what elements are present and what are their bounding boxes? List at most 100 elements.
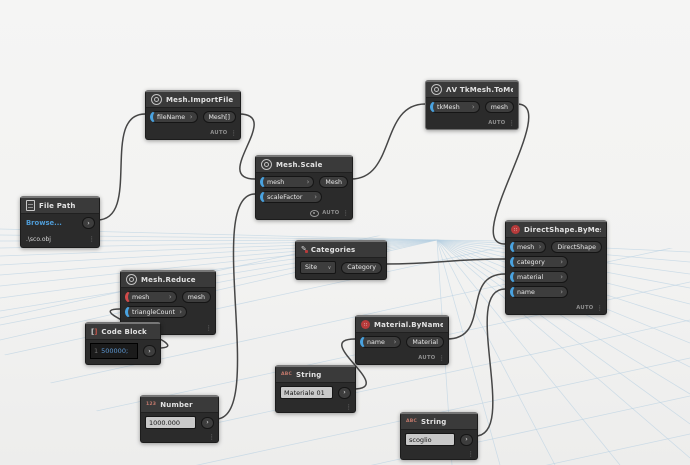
output-port[interactable]: › bbox=[82, 217, 95, 229]
input-port-triangleCount[interactable]: triangleCount› bbox=[125, 306, 187, 318]
node-menu-icon[interactable]: ⋮ bbox=[205, 323, 213, 332]
code-block-icon: [] bbox=[91, 327, 98, 336]
wires-group bbox=[96, 103, 530, 437]
grid-line bbox=[436, 239, 690, 459]
value-row: Materiale 01 › bbox=[280, 386, 351, 399]
node-header: ΛV TkMesh.ToMesh bbox=[426, 82, 518, 98]
grid-line bbox=[436, 239, 690, 425]
node-package-icon bbox=[126, 274, 137, 285]
input-port-name[interactable]: name› bbox=[360, 336, 402, 348]
input-port-label: triangleCount bbox=[132, 308, 175, 316]
output-port[interactable]: › bbox=[460, 433, 473, 446]
input-port-fileName[interactable]: fileName› bbox=[150, 111, 198, 123]
node-footer: ⋮ bbox=[401, 451, 477, 459]
input-port-mesh[interactable]: mesh› bbox=[510, 241, 547, 253]
wire-importfile-to-scale-mesh[interactable] bbox=[238, 113, 256, 180]
output-port-mesh[interactable]: mesh bbox=[181, 291, 211, 303]
preview-eye-icon[interactable] bbox=[310, 209, 320, 217]
icon-inner-dot bbox=[434, 87, 439, 92]
port-arrow-icon: › bbox=[560, 272, 563, 281]
code-text: 500000; bbox=[101, 347, 129, 355]
output-port[interactable]: › bbox=[143, 345, 156, 357]
output-port[interactable]: › bbox=[338, 386, 351, 399]
port-arrow-icon: › bbox=[87, 219, 90, 227]
output-port-Mesh[interactable]: Mesh bbox=[319, 176, 348, 188]
input-port-tkMesh[interactable]: tkMesh› bbox=[430, 101, 480, 113]
wire-scoglio-to-directshape-name[interactable] bbox=[474, 288, 506, 437]
node-menu-icon[interactable]: ⋮ bbox=[438, 353, 446, 362]
input-port-category[interactable]: category› bbox=[510, 256, 568, 268]
node-title: Mesh.Scale bbox=[276, 160, 323, 169]
node-body: mesh› DirectShape category› material› name› bbox=[506, 238, 606, 303]
output-port-Material[interactable]: Material bbox=[406, 336, 444, 348]
node-header: ✎Categories bbox=[296, 242, 386, 258]
output-port-Mesh[][interactable]: Mesh[] bbox=[202, 111, 236, 123]
input-port-mesh[interactable]: mesh› bbox=[260, 176, 315, 188]
node-menu-icon[interactable]: ⋮ bbox=[342, 208, 350, 217]
output-port[interactable]: › bbox=[201, 416, 214, 429]
port-arrow-icon: › bbox=[465, 436, 468, 443]
value-row: scoglio › bbox=[405, 433, 473, 446]
revit-icon: ∷ bbox=[361, 320, 370, 329]
wire-categories-to-directshape-category[interactable] bbox=[384, 258, 506, 265]
input-port-mesh[interactable]: mesh› bbox=[125, 291, 177, 303]
category-dropdown[interactable]: Site∨ bbox=[300, 261, 337, 274]
node-header: ∷DirectShape.ByMesh bbox=[506, 222, 606, 238]
port-arrow-icon: › bbox=[538, 242, 542, 251]
wire-number-to-scale-scalefactor[interactable] bbox=[215, 193, 256, 420]
directshape-bymesh-node[interactable]: ∷DirectShape.ByMesh mesh› DirectShape categ… bbox=[505, 220, 607, 315]
grid-line bbox=[0, 433, 690, 465]
port-arrow-icon: › bbox=[560, 287, 563, 296]
categories-icon: ✎ bbox=[301, 245, 308, 253]
node-menu-icon[interactable]: ⋮ bbox=[467, 450, 475, 459]
lacing-auto-label: AUTO bbox=[576, 305, 594, 311]
wire-material-to-directshape-material[interactable] bbox=[446, 273, 506, 340]
grid-line bbox=[0, 395, 690, 465]
output-port-DirectShape[interactable]: DirectShape bbox=[551, 241, 602, 253]
value-input[interactable]: Materiale 01 bbox=[280, 386, 333, 399]
value-input[interactable]: 1000.000 bbox=[145, 416, 196, 429]
node-body: name› Material bbox=[356, 333, 448, 353]
wire-materiale-to-material-name[interactable] bbox=[341, 338, 367, 390]
node-footer: AUTO⋮ bbox=[356, 353, 448, 364]
node-body: Site∨ Category bbox=[296, 258, 386, 279]
browse-button[interactable]: Browse... bbox=[26, 219, 62, 227]
wire-tkmesh-to-directshape-mesh[interactable] bbox=[492, 103, 530, 245]
grid-line bbox=[436, 239, 556, 465]
output-port-Category[interactable]: Category bbox=[341, 261, 382, 274]
wire-filepath-to-importfile[interactable] bbox=[96, 113, 146, 221]
output-port-mesh[interactable]: mesh bbox=[484, 101, 514, 113]
value-input[interactable]: scoglio bbox=[405, 433, 455, 446]
node-title: DirectShape.ByMesh bbox=[524, 225, 601, 234]
node-menu-icon[interactable]: ⋮ bbox=[508, 118, 516, 127]
wire-scale-to-tkmesh[interactable] bbox=[350, 103, 426, 180]
node-title: Mesh.Reduce bbox=[141, 275, 196, 284]
port-row: material› bbox=[510, 271, 602, 283]
red-corner bbox=[304, 250, 308, 253]
port-arrow-icon: › bbox=[306, 177, 310, 186]
input-port-material[interactable]: material› bbox=[510, 271, 568, 283]
input-port-name[interactable]: name› bbox=[510, 286, 568, 298]
chevron-down-icon: ∨ bbox=[327, 264, 332, 271]
node-header: Mesh.Reduce bbox=[121, 272, 215, 288]
node-menu-icon[interactable]: ⋮ bbox=[230, 128, 238, 137]
node-menu-icon[interactable]: ⋮ bbox=[345, 403, 353, 412]
input-port-scaleFactor[interactable]: scaleFactor› bbox=[260, 191, 322, 203]
node-menu-icon[interactable]: ⋮ bbox=[208, 433, 216, 442]
node-menu-icon[interactable]: ⋮ bbox=[88, 235, 96, 244]
node-menu-icon[interactable]: ⋮ bbox=[596, 303, 604, 312]
